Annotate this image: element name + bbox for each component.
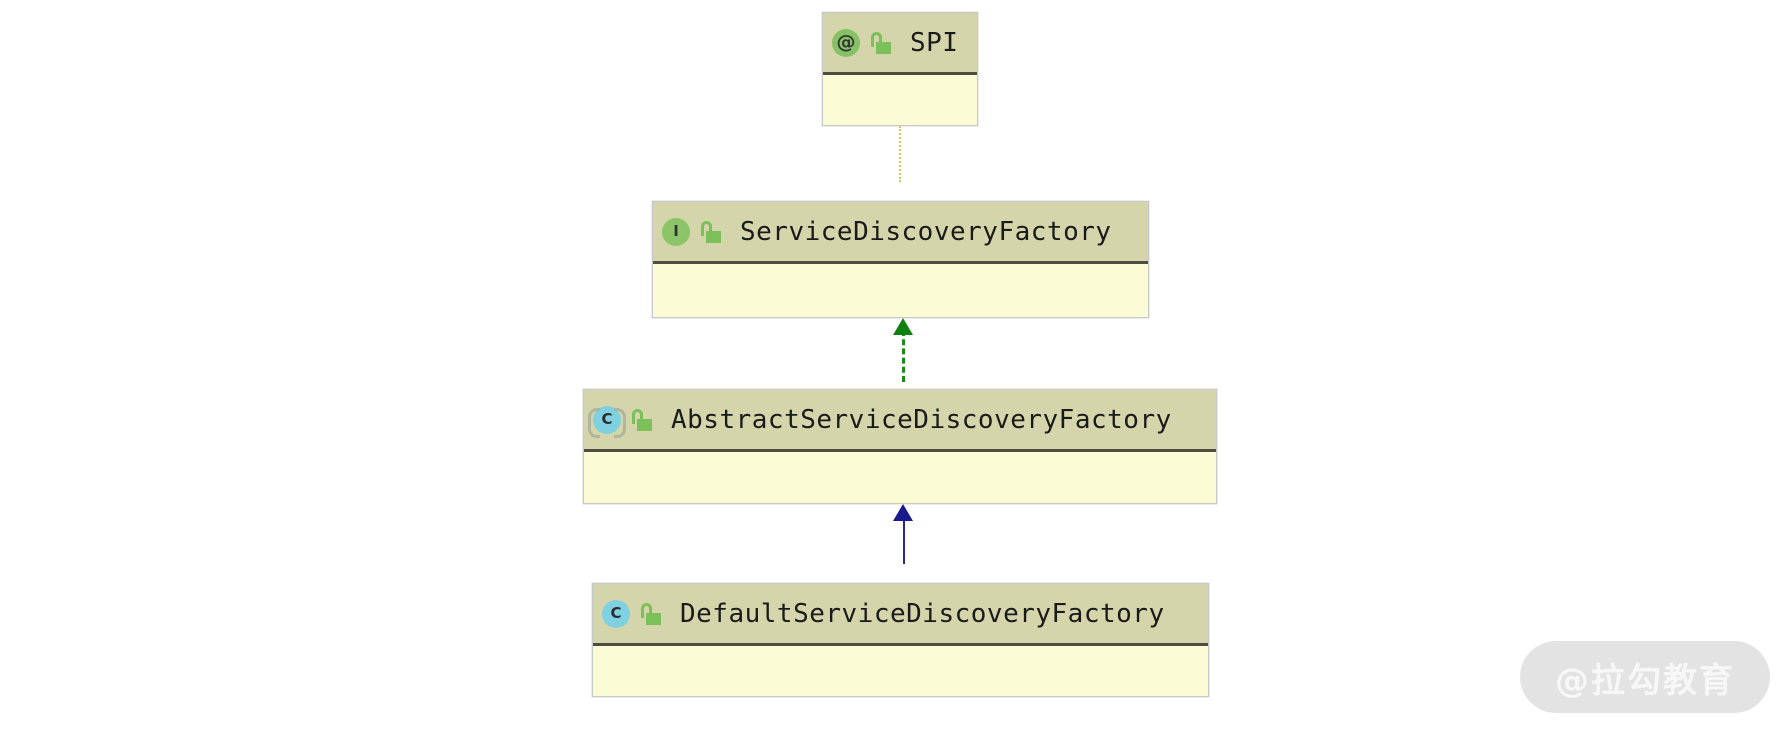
uml-node-header: C AbstractServiceDiscoveryFactory <box>584 390 1216 452</box>
uml-node-abstract-service-discovery-factory[interactable]: C AbstractServiceDiscoveryFactory <box>583 389 1217 504</box>
unlock-icon <box>700 220 722 244</box>
uml-node-header: @ SPI <box>823 13 977 75</box>
abstract-class-icon: C <box>588 405 626 438</box>
connector-annotated-by <box>899 126 903 182</box>
uml-node-members <box>653 264 1148 315</box>
unlock-icon <box>640 602 662 626</box>
connector-generalization <box>893 504 915 564</box>
arrow-head-generalization <box>893 504 913 521</box>
uml-node-service-discovery-factory[interactable]: I ServiceDiscoveryFactory <box>652 201 1149 318</box>
interface-icon: I <box>661 217 691 247</box>
connector-line-solid <box>903 516 905 564</box>
connector-realization <box>893 318 915 382</box>
connector-line-dotted <box>899 126 901 182</box>
uml-node-title: ServiceDiscoveryFactory <box>740 216 1112 247</box>
uml-node-members <box>584 452 1216 501</box>
watermark: @拉勾教育 <box>1520 641 1770 713</box>
connector-line-dashed <box>902 330 905 382</box>
arrow-head-realization <box>893 318 913 335</box>
uml-node-members <box>593 646 1208 694</box>
uml-node-header: I ServiceDiscoveryFactory <box>653 202 1148 264</box>
watermark-text: @拉勾教育 <box>1555 660 1735 701</box>
class-icon: C <box>601 599 631 629</box>
uml-node-title: DefaultServiceDiscoveryFactory <box>680 598 1165 629</box>
unlock-icon <box>870 31 892 55</box>
at-sign-icon: @ <box>831 28 861 58</box>
uml-node-spi[interactable]: @ SPI <box>822 12 978 126</box>
uml-node-default-service-discovery-factory[interactable]: C DefaultServiceDiscoveryFactory <box>592 583 1209 697</box>
uml-node-header: C DefaultServiceDiscoveryFactory <box>593 584 1208 646</box>
uml-node-title: AbstractServiceDiscoveryFactory <box>671 404 1172 435</box>
unlock-icon <box>631 408 653 432</box>
uml-node-members <box>823 75 977 123</box>
uml-node-title: SPI <box>910 27 959 58</box>
